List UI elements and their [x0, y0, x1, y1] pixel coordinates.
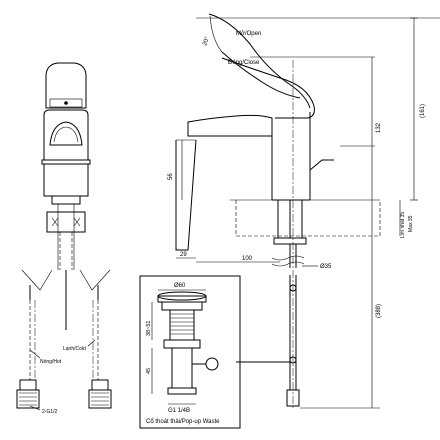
- cold-label: Lạnh/Cold: [63, 346, 86, 352]
- max-label: Max 35: [408, 215, 414, 232]
- dim-388: (388): [376, 304, 382, 318]
- close-label: Đóng/Close: [228, 60, 260, 66]
- open-label: Mở/Open: [236, 30, 261, 37]
- dim-35: Ø35: [320, 264, 332, 270]
- dim-161: (161): [420, 104, 426, 118]
- dim-100: 100: [242, 256, 253, 262]
- lim-label: Lim nhất 35: [400, 212, 406, 238]
- popup-waste-detail: Ø60 38~51 45 G1 1/4B Cổ thoát thải/Pop-u…: [139, 275, 241, 429]
- dim-60: Ø60: [174, 283, 186, 289]
- side-view: (161) 132 (388) Lim nhất 35 Max 35 56 29…: [168, 13, 440, 410]
- dim-38-51: 38~51: [146, 321, 152, 336]
- dim-56: 56: [168, 173, 174, 180]
- g114-label: G1 1/4B: [168, 408, 190, 414]
- dim-132: 132: [376, 122, 382, 133]
- dim-45: 45: [146, 368, 152, 374]
- thread-label: 2-G1/2: [42, 409, 58, 415]
- waste-caption: Cổ thoát thải/Pop-up Waste: [146, 418, 220, 425]
- dim-29: 29: [180, 252, 187, 258]
- angle-label: 20°: [202, 36, 211, 47]
- front-view: Nóng/Hot Lạnh/Cold 2-G1/2: [16, 62, 112, 415]
- hot-label: Nóng/Hot: [40, 359, 62, 365]
